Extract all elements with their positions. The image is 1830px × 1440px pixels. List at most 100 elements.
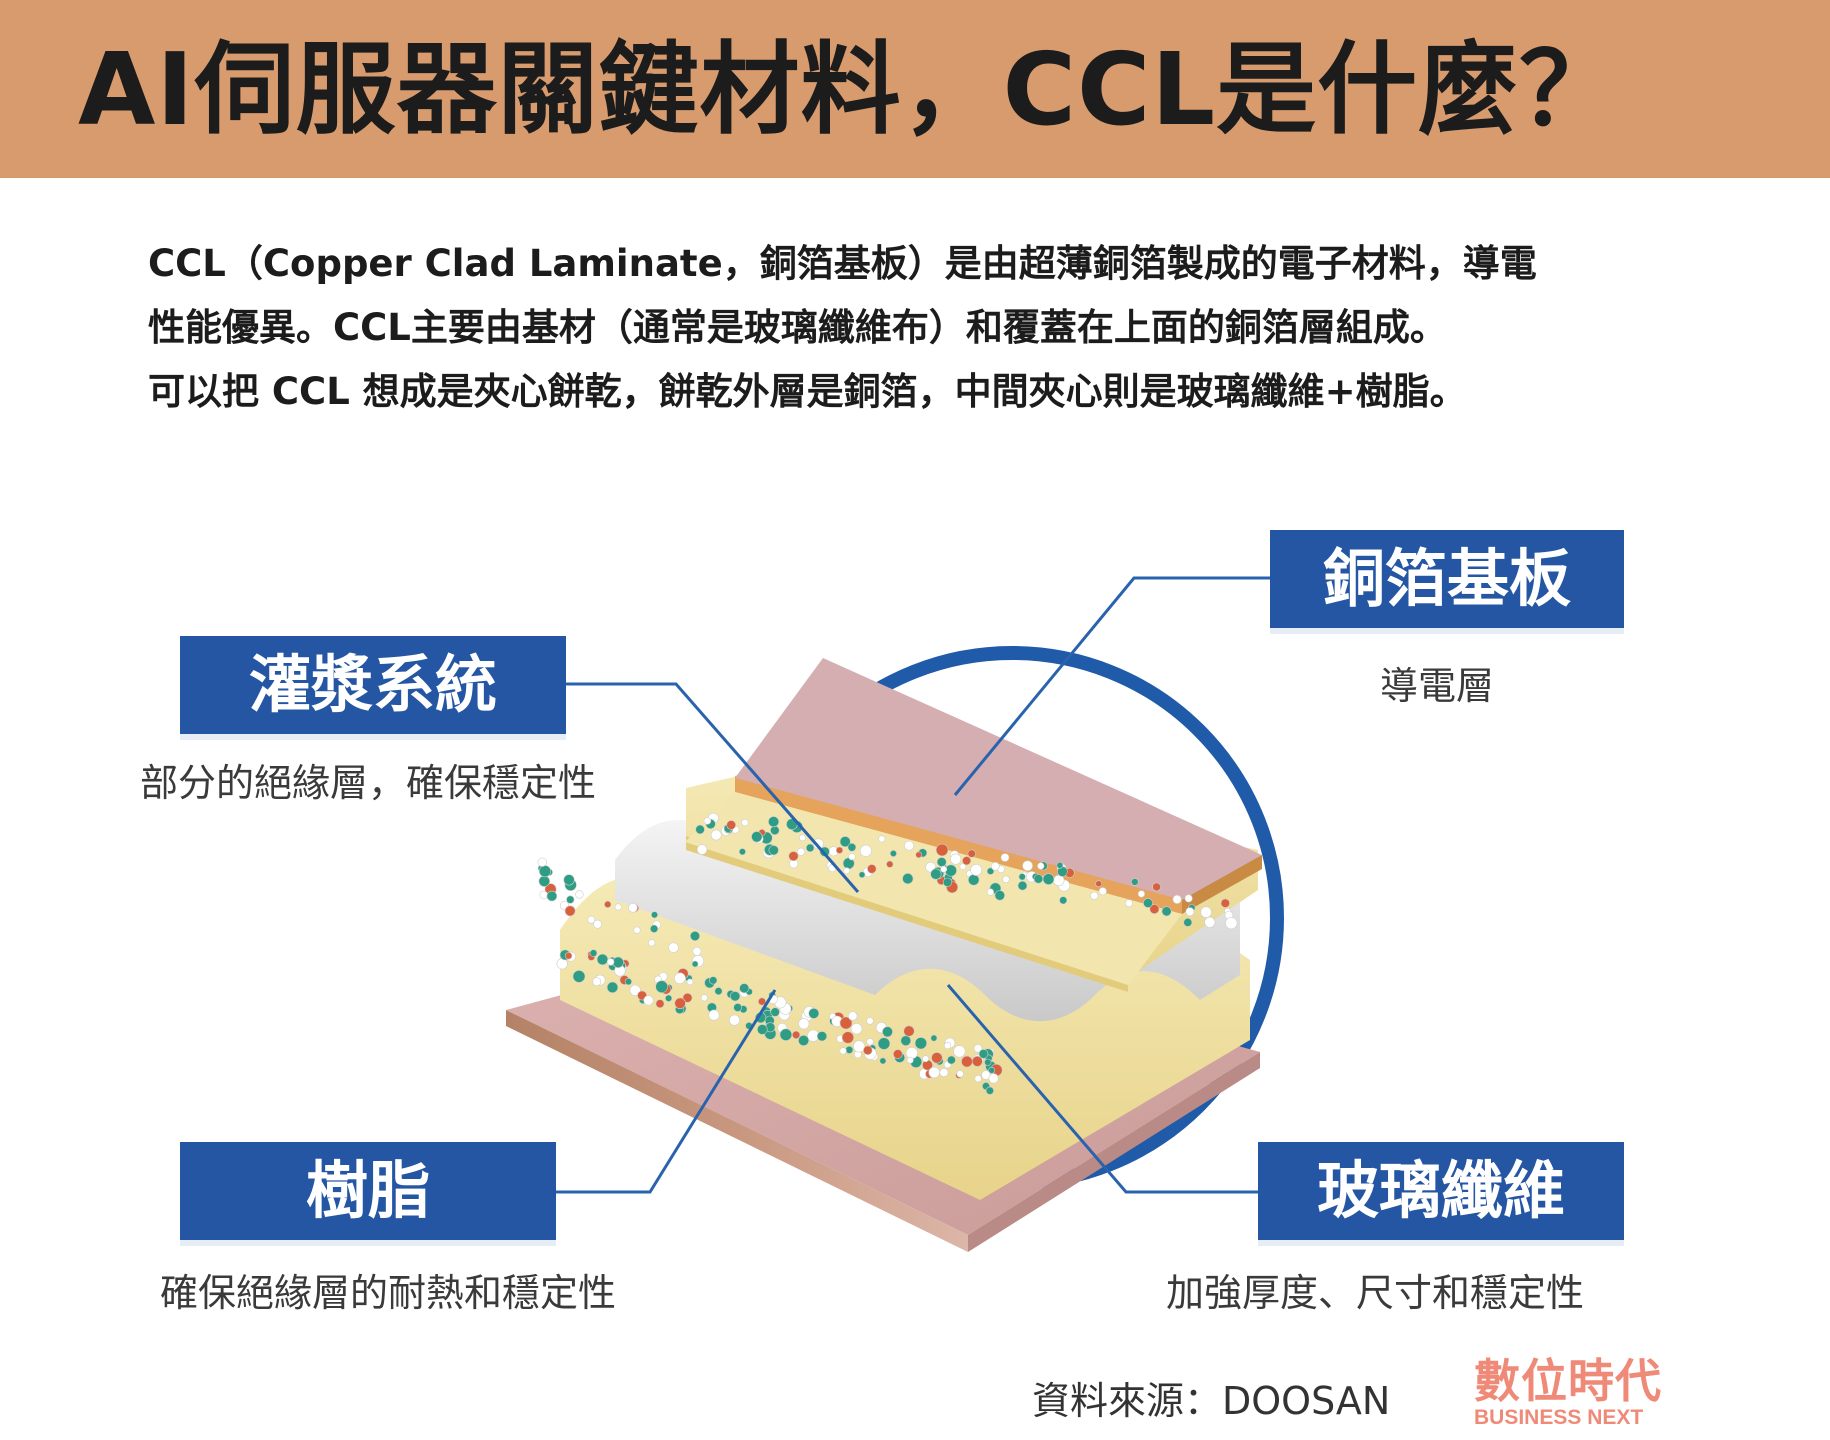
particle: [768, 816, 780, 828]
particle: [692, 946, 702, 956]
particle: [592, 977, 602, 987]
logo-en: BUSINESS NEXT: [1474, 1406, 1644, 1429]
particle: [1152, 882, 1161, 892]
particle: [940, 865, 948, 873]
particle: [935, 843, 949, 857]
particle: [839, 836, 851, 848]
particle: [886, 860, 894, 868]
label-sizing-desc: 部分的絕緣層，確保穩定性: [140, 761, 597, 805]
particle: [1095, 880, 1103, 888]
particle: [889, 849, 897, 857]
particle: [922, 1055, 929, 1063]
particle: [791, 1030, 801, 1039]
particle: [900, 1035, 912, 1046]
upper-resin-top: [685, 792, 1182, 985]
particle: [696, 844, 708, 855]
particle: [863, 1045, 873, 1056]
particle: [649, 924, 659, 933]
particle: [650, 911, 658, 919]
particle: [839, 1016, 853, 1030]
particle: [691, 960, 699, 968]
particle: [959, 863, 967, 871]
particle: [538, 875, 550, 887]
particle: [733, 1003, 743, 1012]
particle: [633, 926, 641, 934]
particle: [1022, 860, 1033, 872]
particle: [1185, 907, 1195, 917]
particle: [974, 1074, 982, 1083]
particle: [877, 1037, 891, 1050]
particle: [1204, 916, 1216, 928]
particle: [689, 930, 700, 941]
particle: [628, 902, 638, 913]
label-resin-desc: 確保絕緣層的耐熱和穩定性: [160, 1271, 617, 1315]
particle: [936, 857, 947, 867]
leader-glass: [946, 984, 1258, 1194]
particle: [930, 868, 942, 880]
leader-copper: [953, 576, 1270, 796]
particle: [847, 842, 857, 852]
particle: [741, 818, 749, 827]
particle: [984, 1058, 992, 1066]
particle: [1131, 878, 1139, 886]
particle: [1125, 899, 1133, 908]
particle: [930, 1034, 938, 1042]
particle: [797, 847, 806, 856]
particle: [858, 871, 866, 879]
particle: [943, 1041, 952, 1050]
label-copper-desc: 導電層: [1380, 664, 1495, 708]
particle: [967, 874, 980, 886]
intro-line-3: 可以把 CCL 想成是夾心餅乾，餅乾外層是銅箔，中間夾心則是玻璃纖維+樹脂。: [148, 370, 1467, 413]
particle: [973, 1044, 983, 1053]
title-banner: AI伺服器關鍵材料，CCL是什麼？: [0, 0, 1830, 178]
particle: [751, 831, 763, 843]
particle: [682, 992, 693, 1003]
particle: [988, 1066, 996, 1074]
particle: [604, 900, 612, 909]
particle: [942, 877, 953, 887]
intro-line-1: CCL（Copper Clad Laminate，銅箔基板）是由超薄銅箔製成的電…: [148, 242, 1537, 285]
particle: [770, 1007, 780, 1017]
particle: [798, 1035, 810, 1047]
particle: [1090, 891, 1099, 900]
particle: [845, 1045, 854, 1054]
particle: [906, 1056, 914, 1064]
particle: [708, 1009, 720, 1021]
particle: [799, 834, 806, 842]
particle: [847, 1011, 858, 1021]
particle: [643, 995, 654, 1006]
particle: [961, 1055, 973, 1068]
particle: [714, 987, 723, 996]
particle: [928, 1066, 940, 1079]
particle: [866, 1038, 874, 1046]
particle: [1042, 873, 1055, 885]
particle: [986, 888, 995, 896]
particle: [986, 867, 995, 875]
particle: [739, 983, 750, 994]
particle: [655, 980, 669, 994]
particle: [596, 953, 609, 966]
particle: [994, 890, 1005, 901]
particle: [867, 864, 877, 874]
particle: [674, 997, 686, 1009]
label-copper: 銅箔基板: [1270, 530, 1624, 628]
particle: [738, 848, 746, 856]
particle: [1033, 874, 1044, 884]
particle: [1161, 906, 1172, 917]
particle: [939, 1068, 949, 1077]
particle: [709, 976, 718, 985]
particle: [843, 867, 851, 875]
particle: [1172, 894, 1182, 904]
particle: [1143, 898, 1153, 908]
particle: [950, 853, 962, 865]
copper-sheet-edge: [735, 778, 1182, 914]
particle: [710, 829, 722, 841]
particle: [988, 1073, 999, 1084]
particle: [587, 915, 596, 924]
particle: [970, 864, 983, 876]
particle: [564, 905, 576, 917]
particle: [816, 1031, 828, 1042]
particle: [572, 970, 586, 983]
particle: [564, 952, 573, 960]
particle: [538, 865, 551, 878]
